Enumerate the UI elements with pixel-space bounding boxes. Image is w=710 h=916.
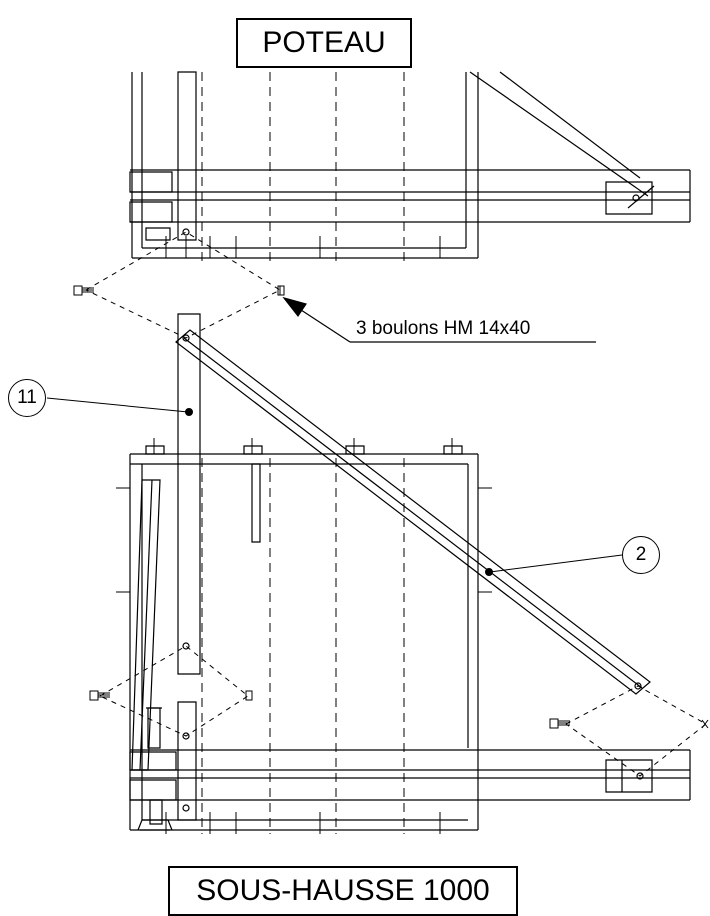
bolt-icon-bottom-right (550, 719, 708, 728)
bolt-icon-bottom-left (90, 691, 252, 700)
bolt-note-leader (284, 298, 596, 342)
sous-hausse-ticks (116, 438, 492, 834)
poteau-dashed-lines (202, 72, 404, 262)
bolt-icon-left (74, 286, 94, 295)
sous-hausse-assembly (130, 314, 690, 830)
bolt-connection-bottom-right (566, 686, 706, 776)
part-bubble-2: 2 (622, 536, 660, 574)
poteau-ticks (166, 236, 440, 258)
part-bubble-11: 11 (8, 379, 46, 417)
sous-hausse-dashed-lines (202, 458, 404, 834)
bolt-connection-bottom-left (100, 646, 248, 736)
poteau-assembly (130, 72, 690, 258)
sous-hausse-title: SOUS-HAUSSE 1000 (168, 866, 518, 916)
bolt-icon-right (278, 286, 284, 295)
poteau-title: POTEAU (236, 18, 412, 68)
part-leaders (47, 398, 622, 576)
bolt-note-label: 3 boulons HM 14x40 (356, 318, 531, 339)
